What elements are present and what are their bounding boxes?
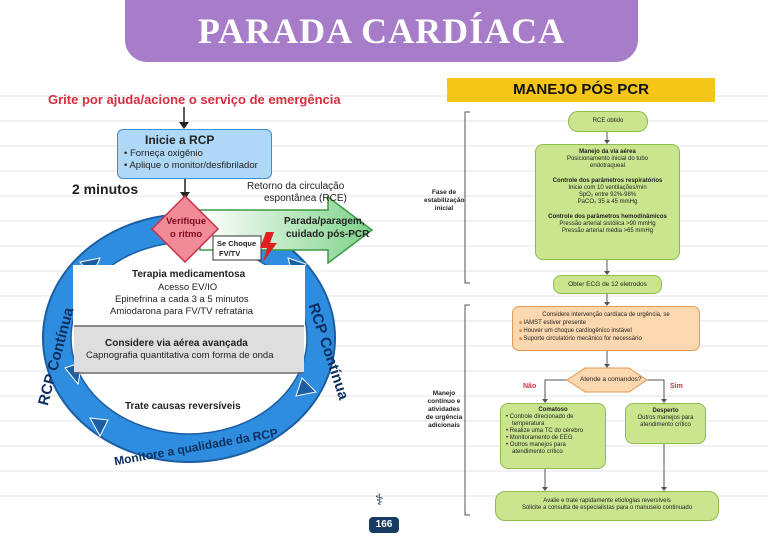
urgent-intervention-box: Considere intervenção cardíaca de urgênc…	[512, 306, 700, 351]
final-line2: Solicite a consulta de especialistas par…	[521, 505, 693, 511]
phase2-line2: contínuo e	[427, 398, 461, 405]
drug-item-epinephrine: Epinefrina a cada 3 a 5 minutos	[115, 294, 249, 305]
drug-therapy-title: Terapia medicamentosa	[132, 269, 246, 280]
phase2-line5: adicionais	[428, 422, 460, 429]
no-label: Não	[523, 383, 537, 390]
resp-line3: PaCO₂ 35 a 45 mmHg	[577, 199, 638, 205]
start-cpr-title: Inicie a RCP	[145, 133, 215, 147]
ecg-box: Obter ECG de 12 eletrodos	[553, 275, 662, 294]
post-pcr-title-bar: MANEJO PÓS PCR	[447, 78, 715, 102]
final-box: Avalie e trate rapidamente etiologias re…	[495, 491, 719, 521]
comatose-box: Comatoso Controle direcionado de tempera…	[500, 403, 606, 469]
emergency-header: Grite por ajuda/acione o serviço de emer…	[48, 92, 341, 107]
phase1-line3: inicial	[434, 205, 454, 212]
comatose-item-1b: temperatura	[512, 421, 545, 427]
check-rhythm-line1: Verifique	[166, 216, 207, 227]
resp-line2: SpO₂ entre 92%-98%	[578, 192, 637, 198]
phase2-line3: atividades	[428, 406, 460, 413]
stabilization-box: Manejo da via aérea Posicionamento inici…	[535, 144, 680, 260]
comatose-title: Comatoso	[538, 407, 568, 413]
start-item-monitor: Aplique o monitor/desfibrilador	[124, 160, 257, 171]
two-minutes-label: 2 minutos	[72, 181, 139, 197]
reversible-causes: Trate causas reversíveis	[125, 401, 241, 412]
resp-title: Controle dos parâmetros respiratórios	[552, 178, 663, 184]
drug-item-amiodarone: Amiodarona para FV/TV refratária	[110, 306, 254, 317]
hemo-line1: Pressão arterial sistólica >90 mmHg	[559, 221, 656, 227]
page-title: PARADA CARDÍACA	[197, 11, 566, 51]
airway-mgmt-title: Manejo da via aérea	[579, 149, 636, 155]
arrest-label-line1: Parada/paragem,	[284, 216, 365, 227]
shock-line1: Se Choque	[217, 239, 257, 248]
phase2-line1: Manejo	[432, 390, 456, 397]
page-number: 166	[369, 517, 399, 533]
airway-title: Considere via aérea avançada	[105, 338, 248, 349]
question-text: Atende a comandos?	[580, 376, 642, 383]
hemo-line2: Pressão arterial média >65 mmHg	[561, 228, 654, 234]
arrest-label-line2: cuidado pós-PCR	[286, 229, 370, 240]
awake-line2: atendimento crítico	[640, 422, 691, 428]
comatose-item-1: Controle direcionado de	[506, 414, 605, 421]
consider-item-shock: Houver um choque cardiogênico instável	[519, 327, 699, 335]
drug-item-access: Acesso EV/IO	[158, 282, 218, 293]
consider-item-iamst: IAMST estiver presente	[519, 319, 699, 327]
return-label-line2: espontânea (RCE)	[264, 193, 347, 204]
comatose-item-3: Monitoramento de EEG	[506, 435, 605, 442]
awake-line1: Outros manejos para	[637, 415, 694, 421]
shock-line2: FV/TV	[219, 249, 241, 258]
medical-logo-icon: ⚕	[375, 492, 384, 509]
airway-item: Capnografia quantitativa com forma de on…	[86, 350, 274, 361]
comatose-item-4: Outros manejos para	[506, 442, 605, 449]
post-pcr-title: MANEJO PÓS PCR	[513, 81, 649, 98]
yes-label: Sim	[670, 383, 683, 390]
phase1-line2: estabilização	[424, 197, 465, 204]
post-pcr-connectors	[464, 111, 667, 516]
resp-line1: Inicie com 10 ventilações/min	[568, 185, 647, 191]
ecg-text: Obter ECG de 12 eletrodos	[568, 281, 647, 288]
title-banner: PARADA CARDÍACA	[125, 0, 638, 62]
airway-mgmt-line1: Posicionamento inicial do tubo	[566, 156, 649, 162]
awake-box: Desperto Outros manejos para atendimento…	[625, 403, 706, 444]
check-rhythm-line2: o ritmo	[170, 229, 203, 240]
comatose-item-4b: atendimento crítico	[512, 449, 563, 455]
phase2-line4: de urgência	[425, 414, 463, 421]
rce-text: RCE obtido	[592, 118, 624, 124]
consider-item-support: Suporte circulatório mecânico for necess…	[519, 335, 699, 343]
hemo-title: Controle dos parâmetros hemodinâmicos	[548, 214, 667, 220]
comatose-item-2: Realize uma TC do cérebro	[506, 428, 605, 435]
awake-title: Desperto	[652, 408, 679, 414]
rce-box: RCE obtido	[568, 111, 648, 132]
final-line1: Avalie e trate rapidamente etiologias re…	[543, 498, 671, 504]
airway-mgmt-line2: endotraqueal	[589, 163, 626, 169]
start-cpr-box: Inicie a RCP Forneça oxigênio Aplique o …	[117, 129, 272, 179]
return-label-line1: Retorno da circulação	[247, 181, 345, 192]
phase1-line1: Fase de	[431, 189, 457, 196]
cpr-cycle-diagram	[42, 107, 374, 463]
start-item-oxygen: Forneça oxigênio	[124, 148, 203, 159]
consider-title: Considere intervenção cardíaca de urgênc…	[542, 312, 670, 318]
